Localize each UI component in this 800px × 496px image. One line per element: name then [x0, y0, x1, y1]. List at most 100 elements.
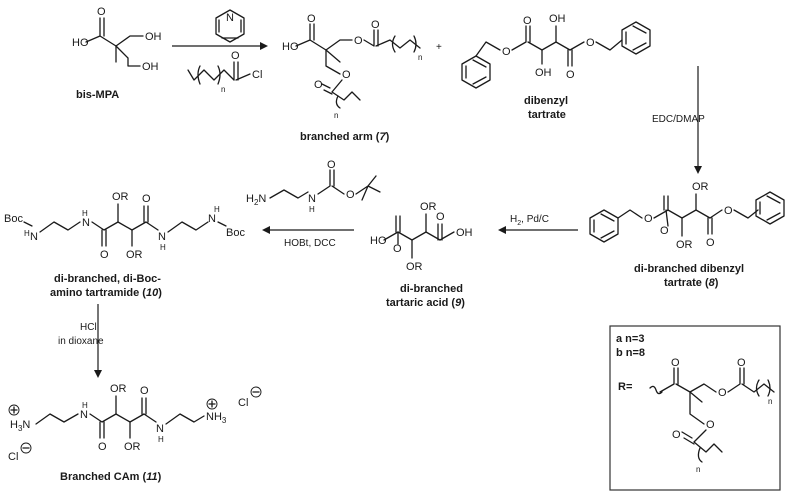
atom-label: O — [502, 46, 511, 58]
atom-label: O — [346, 189, 355, 201]
atom-label: Boc — [226, 227, 245, 239]
atom-label: O — [327, 159, 336, 171]
atom-label: O — [307, 13, 316, 25]
atom-label: n — [768, 397, 772, 406]
dibenzyl-tartrate-structure: O O OH OH O O dibenzyl tartrate — [461, 13, 651, 121]
atom-label: O — [98, 441, 107, 453]
atom-label: n — [221, 85, 225, 94]
atom-label: O — [566, 69, 575, 81]
atom-label: OR — [676, 239, 693, 251]
wavy-bond — [649, 385, 663, 395]
atom-label: Boc — [4, 213, 23, 225]
atom-label: OR — [124, 441, 141, 453]
legend-b: b n=8 — [616, 347, 645, 359]
diboc-label: di-branched, di-Boc- — [54, 273, 161, 285]
atom-label: HO — [72, 37, 89, 49]
atom-label: OR — [420, 201, 437, 213]
atom-label: O — [436, 211, 445, 223]
dibranched-acid-label-2: tartaric acid (9) — [386, 297, 465, 309]
atom-label: OR — [110, 383, 127, 395]
plus-sign: + — [436, 42, 442, 53]
atom-label: O — [523, 15, 532, 27]
atom-label: N — [30, 231, 38, 243]
atom-label: NH3 — [206, 411, 227, 425]
atom-label: n — [334, 111, 338, 120]
dibranched-acid-label: di-branched — [400, 283, 463, 295]
diboc-tartramide-structure: Boc N H N H O OR OR O N H N H Boc di-bra… — [4, 191, 245, 299]
branched-arm-structure: HO O O O n O O n branched arm (7) — [282, 13, 422, 143]
dibenzyl-tartrate-label: dibenzyl — [524, 95, 568, 107]
h2-pdc-reagent: H2, Pd/C — [510, 214, 549, 227]
atom-label: OR — [126, 249, 143, 261]
pyridine-reagent: N — [215, 9, 245, 43]
atom-label: Cl — [238, 397, 248, 409]
atom-label: N — [158, 231, 166, 243]
atom-label: N — [208, 213, 216, 225]
atom-label: O — [586, 37, 595, 49]
atom-label: H — [158, 435, 164, 444]
atom-label: O — [142, 193, 151, 205]
atom-label: O — [737, 357, 746, 369]
atom-label: O — [371, 19, 380, 31]
boc-diamine-reagent: H2N N H O O — [246, 159, 381, 214]
dibranched-acid-structure: HO O OR OR O OH di-branched tartaric aci… — [370, 201, 473, 309]
atom-label: O — [100, 249, 109, 261]
atom-label: O — [342, 69, 351, 81]
atom-label: OH — [142, 61, 159, 73]
atom-label: OH — [549, 13, 566, 25]
atom-label: OH — [145, 31, 162, 43]
atom-label: O — [354, 35, 363, 47]
hcl-reagent: HCl — [80, 322, 97, 333]
atom-label: H — [82, 401, 88, 410]
atom-label: Cl — [252, 69, 262, 81]
legend-a: a n=3 — [616, 333, 644, 345]
atom-label: HO — [282, 41, 299, 53]
atom-label: O — [97, 6, 106, 18]
dibenzyl-tartrate-label-2: tartrate — [528, 109, 566, 121]
atom-label: OR — [112, 191, 129, 203]
branched-cam-structure: H3N N H O OR OR O N H NH3 Cl Cl Branched… — [8, 383, 262, 483]
atom-label: H — [24, 229, 30, 238]
atom-label: O — [671, 357, 680, 369]
branched-arm-label: branched arm (7) — [300, 131, 390, 143]
atom-label: N — [308, 193, 316, 205]
atom-label: OR — [692, 181, 709, 193]
atom-label: O — [660, 225, 669, 237]
diboc-label-2: amino tartramide (10) — [50, 287, 162, 299]
atom-label: O — [672, 429, 681, 441]
atom-label: O — [644, 213, 653, 225]
r-group-legend: a n=3 b n=8 R= O O O n O O n — [609, 325, 781, 491]
atom-label: O — [314, 79, 323, 91]
dioxane-reagent: in dioxane — [58, 336, 104, 347]
atom-label: OH — [535, 67, 552, 79]
atom-label: H — [309, 205, 315, 214]
atom-label: O — [231, 50, 240, 62]
r-equals: R= — [618, 381, 632, 393]
atom-label: O — [393, 243, 402, 255]
atom-label: HO — [370, 235, 387, 247]
dibranched-dibenzyl-label-2: tartrate (8) — [664, 277, 719, 289]
atom-label: O — [706, 237, 715, 249]
atom-label: O — [706, 419, 715, 431]
atom-label: N — [156, 423, 164, 435]
atom-label: H3N — [10, 419, 30, 433]
atom-label: O — [140, 385, 149, 397]
atom-label: N — [80, 409, 88, 421]
atom-label: O — [718, 387, 727, 399]
hobt-dcc-reagent: HOBt, DCC — [284, 238, 336, 249]
atom-label: OH — [456, 227, 473, 239]
atom-label: N — [82, 217, 90, 229]
branched-cam-label: Branched CAm (11) — [60, 471, 162, 483]
dibranched-dibenzyl-structure: O O OR OR O O di-branched dibenzyl tartr… — [589, 181, 785, 289]
dibranched-dibenzyl-label: di-branched dibenzyl — [634, 263, 744, 275]
atom-label: H — [160, 243, 166, 252]
atom-label: Cl — [8, 451, 18, 463]
atom-label: H — [82, 209, 88, 218]
atom-label: OR — [406, 261, 423, 273]
atom-label: n — [418, 53, 422, 62]
atom-label: n — [696, 465, 700, 474]
bis-mpa-label: bis-MPA — [76, 89, 119, 101]
atom-label: H — [214, 205, 220, 214]
edc-dmap-reagent: EDC/DMAP — [652, 114, 705, 125]
